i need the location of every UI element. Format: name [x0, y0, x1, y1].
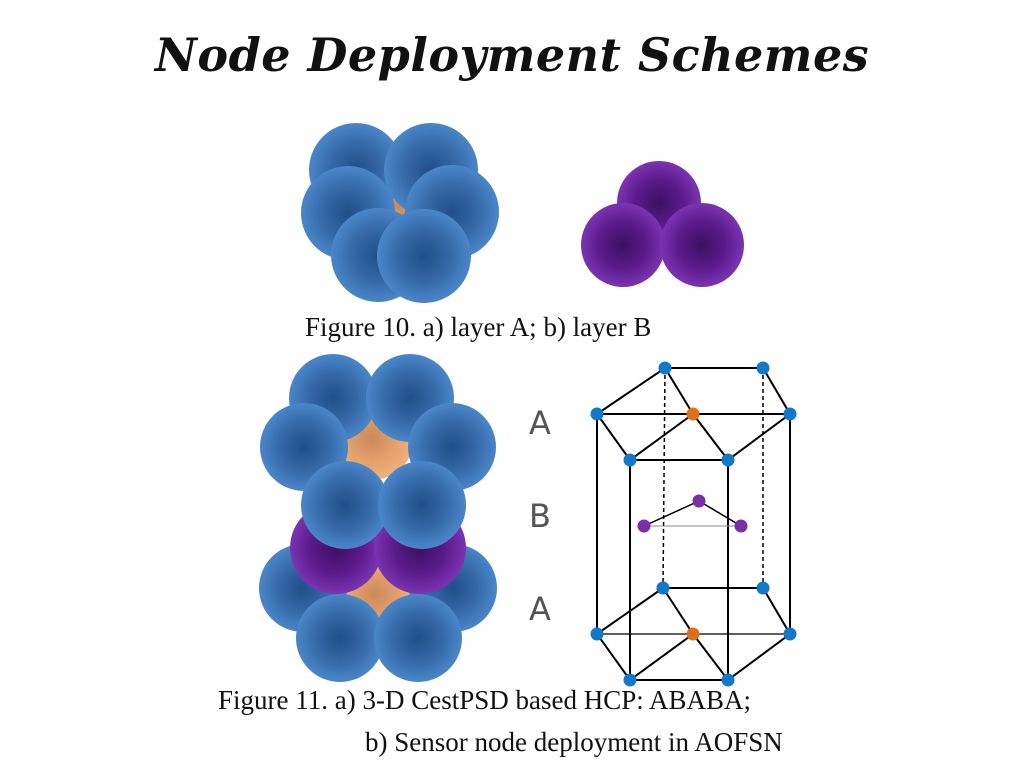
layer-label-a-top: A [529, 404, 551, 442]
figure-11-caption-line2: b) Sensor node deployment in AOFSN [365, 727, 783, 757]
hcp-stack-figure [259, 354, 497, 682]
layer-b-edge [643, 500, 700, 527]
layer-a-figure [301, 123, 499, 303]
top-center-edge [629, 413, 694, 461]
layer-a-sphere [301, 461, 389, 549]
hidden-vertical-edge [662, 367, 666, 589]
layer-b-node [637, 519, 651, 533]
lattice-node [590, 407, 604, 421]
layer-b-node [692, 494, 706, 508]
lattice-center-node [686, 627, 700, 641]
top-center-edge [692, 413, 729, 461]
layer-b-sphere [581, 203, 665, 287]
layer-b-figure [581, 161, 744, 287]
lattice-node [756, 361, 770, 375]
lattice-node [623, 673, 637, 687]
lattice-node [721, 453, 735, 467]
layer-a-sphere [296, 594, 384, 682]
layer-b-sphere [660, 203, 744, 287]
lattice-node [721, 673, 735, 687]
layer-label-a-bottom: A [529, 590, 551, 628]
lattice-node [656, 581, 670, 595]
layer-label-b: B [529, 497, 551, 535]
lattice-node [783, 407, 797, 421]
layer-a-sphere [378, 461, 466, 549]
lattice-center-node [686, 407, 700, 421]
lattice-node [623, 453, 637, 467]
layer-a-sphere [374, 594, 462, 682]
bottom-center-edge [692, 633, 729, 681]
layer-b-edge [698, 500, 742, 527]
figure-11-caption-line1: Figure 11. a) 3-D CestPSD based HCP: ABA… [218, 685, 752, 715]
lattice-node [756, 581, 770, 595]
bottom-center-edge [629, 633, 694, 681]
layer-b-node [734, 519, 748, 533]
slide-title: Node Deployment Schemes [154, 28, 870, 82]
lattice-node [783, 627, 797, 641]
bottom-center-edge [662, 587, 694, 635]
top-center-edge [664, 367, 694, 415]
lattice-node [590, 627, 604, 641]
figure-10-caption: Figure 10. a) layer A; b) layer B [305, 312, 652, 342]
lattice-node [658, 361, 672, 375]
layer-a-sphere [377, 209, 471, 303]
lattice-nodes [590, 361, 797, 687]
